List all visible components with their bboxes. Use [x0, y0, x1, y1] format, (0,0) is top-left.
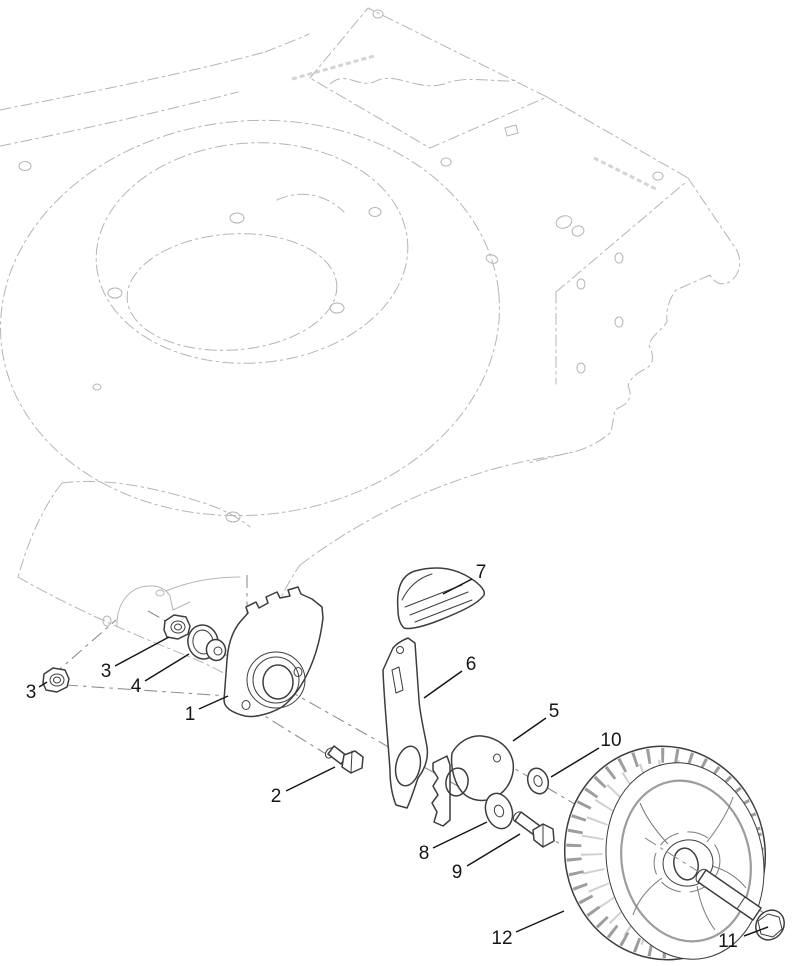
- part-6-adjuster-lever: [382, 637, 429, 809]
- mower-deck-phantom: [0, 7, 741, 692]
- part-3-flange-nut-upper: [163, 614, 191, 640]
- callout-9-leader: [466, 833, 521, 867]
- callout-3-upper: 3: [101, 661, 112, 682]
- callout-8: 8: [419, 843, 430, 864]
- callout-1-leader: [198, 695, 229, 710]
- callout-4: 4: [131, 676, 142, 697]
- part-10-washer: [526, 767, 550, 795]
- callout-6-leader: [423, 670, 463, 699]
- callout-9: 9: [452, 862, 463, 883]
- callout-5: 5: [549, 701, 560, 722]
- deck-holes: [18, 9, 664, 627]
- callout-10-leader: [550, 747, 600, 778]
- callout-7-leader: [442, 578, 473, 595]
- part-8-flat-washer: [484, 792, 514, 830]
- callout-11-leader: [743, 926, 769, 937]
- part-2-hex-bolt: [324, 745, 364, 774]
- callout-4-leader: [144, 653, 190, 682]
- callout-7: 7: [476, 562, 487, 583]
- callout-10: 10: [600, 730, 621, 751]
- part-12-wheel: [563, 745, 767, 961]
- part-9-hex-bolt: [512, 811, 555, 848]
- callout-2: 2: [271, 786, 282, 807]
- callout-3-left: 3: [26, 682, 37, 703]
- part-11-axle-bolt: [695, 868, 785, 941]
- callout-3-left-leader: [38, 681, 48, 688]
- assembly-axis-lines: [51, 575, 613, 846]
- part-4-shoulder-bushing: [187, 624, 227, 662]
- callout-6: 6: [466, 654, 477, 675]
- part-1-height-adjuster-plate: [223, 586, 324, 718]
- callout-12: 12: [491, 928, 512, 949]
- adjuster-pivot-bracket: [431, 755, 451, 827]
- part-5-cover-plate: [445, 735, 515, 802]
- part-3-flange-nut-left: [42, 667, 70, 693]
- callout-12-leader: [515, 910, 565, 933]
- callout-11: 11: [718, 931, 738, 952]
- callout-8-leader: [432, 821, 488, 849]
- callout-5-leader: [512, 717, 547, 742]
- part-7-lever-grip: [396, 567, 486, 630]
- callout-1: 1: [185, 704, 196, 725]
- callout-2-leader: [285, 766, 336, 792]
- callout-3-upper-leader: [114, 636, 170, 667]
